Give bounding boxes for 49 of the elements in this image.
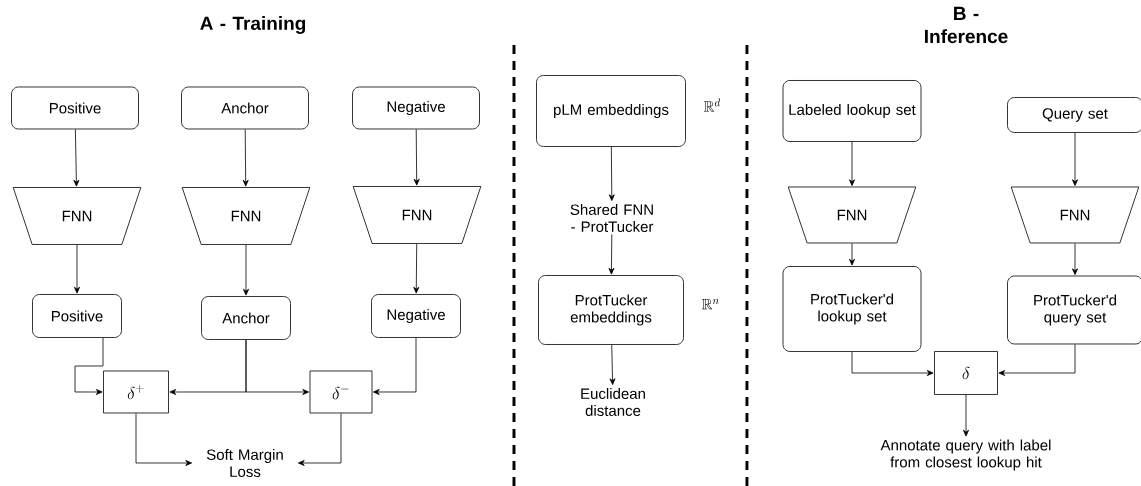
arrow <box>849 141 855 186</box>
process-box: Positive <box>11 86 139 130</box>
arrow <box>74 337 104 395</box>
process-box: Anchor <box>201 296 291 340</box>
space-label: $\mathbb{R}^{d}$ <box>703 98 721 112</box>
process-box: pLM embeddings <box>536 75 686 147</box>
arrow <box>243 244 249 296</box>
text-label: Shared FNN - ProtTucker <box>570 204 654 232</box>
arrow <box>998 344 1076 376</box>
process-box: Labeled lookup set <box>782 80 922 142</box>
text-label: Annotate query with label from closest lookup hit <box>880 439 1051 471</box>
panel-heading: B - Inference <box>925 6 1008 44</box>
arrow <box>1072 132 1078 186</box>
arrow <box>413 129 420 186</box>
process-box: ProtTucker embeddings <box>538 275 684 345</box>
network-trapezoid: FNN <box>787 186 917 244</box>
network-trapezoid: FNN <box>12 187 142 245</box>
arrow <box>135 413 192 466</box>
arrow <box>242 129 249 187</box>
distance-box: $\delta$ <box>934 351 998 395</box>
arrow <box>74 244 80 294</box>
arrow <box>608 146 615 201</box>
process-box: Positive <box>32 294 122 338</box>
arrow <box>963 394 969 437</box>
arrow <box>298 413 342 466</box>
process-box: Query set <box>1007 97 1141 133</box>
process-box: Negative <box>371 294 461 338</box>
arrow <box>851 351 934 376</box>
text-label: Euclidean distance <box>581 388 645 416</box>
distance-box: $\delta^{-}$ <box>309 370 373 414</box>
arrow <box>245 339 309 395</box>
arrow <box>609 344 616 385</box>
process-box: Anchor <box>181 86 309 130</box>
arrow <box>1072 243 1078 275</box>
space-label: $\mathbb{R}^{n}$ <box>701 298 719 310</box>
process-box: ProtTucker'd lookup set <box>782 266 922 352</box>
arrow <box>849 243 855 266</box>
network-trapezoid: FNN <box>181 187 311 245</box>
network-trapezoid: FNN <box>1010 186 1140 244</box>
arrow <box>73 129 80 187</box>
network-trapezoid: FNN <box>352 186 482 244</box>
process-box: ProtTucker'd query set <box>1007 275 1141 345</box>
process-box: Negative <box>352 86 480 130</box>
arrow <box>608 234 615 275</box>
panel-heading: A - Training <box>200 16 306 34</box>
arrow <box>373 337 417 395</box>
distance-box: $\delta^{+}$ <box>103 370 169 414</box>
text-label: Soft Margin Loss <box>206 449 283 477</box>
arrow <box>413 243 420 294</box>
